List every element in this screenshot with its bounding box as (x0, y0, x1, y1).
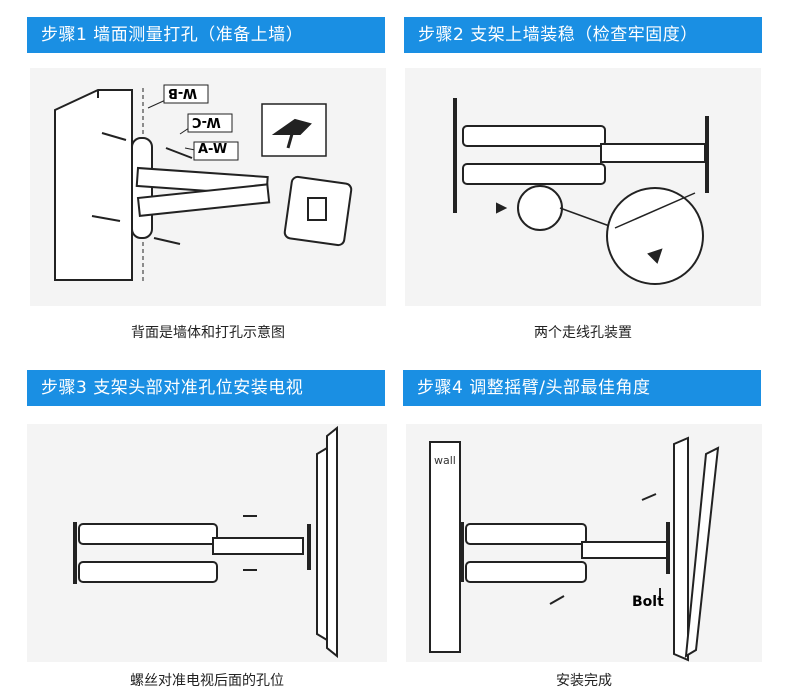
step2-banner: 步骤2 支架上墙装稳（检查牢固度） (404, 17, 762, 53)
step1-caption: 背面是墙体和打孔示意图 (131, 325, 285, 341)
step4-banner: 步骤4 调整摇臂/头部最佳角度 (403, 370, 761, 406)
step3-illustration (27, 424, 387, 662)
step2-caption: 两个走线孔装置 (534, 325, 632, 341)
label-a-w: A-W (198, 142, 228, 157)
step4-caption: 安装完成 (556, 673, 612, 689)
step3-banner: 步骤3 支架头部对准孔位安装电视 (27, 370, 385, 406)
label-w-b: W-B (168, 85, 198, 100)
step4-illustration: wall Bolt (406, 424, 762, 662)
label-wall: wall (434, 454, 456, 467)
step1-banner: 步骤1 墙面测量打孔（准备上墙） (27, 17, 385, 53)
step2-illustration (405, 68, 761, 306)
step3-caption: 螺丝对准电视后面的孔位 (130, 673, 284, 689)
label-w-c: W-C (192, 114, 221, 129)
step1-illustration: W-B W-C A-W (30, 68, 386, 306)
label-bolt: Bolt (632, 594, 664, 610)
